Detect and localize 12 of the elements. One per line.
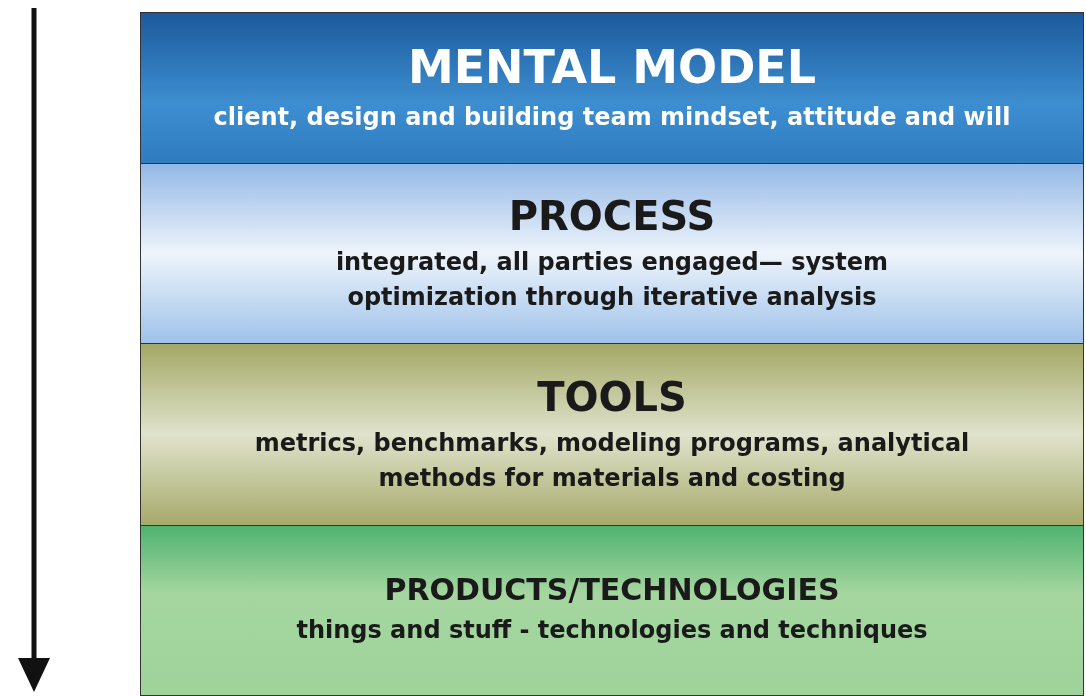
layer-title: PROCESS bbox=[508, 192, 716, 239]
layer-title: PRODUCTS/TECHNOLOGIES bbox=[384, 572, 840, 608]
layer-description: metrics, benchmarks, modeling programs, analytical methods for materials and costing bbox=[253, 427, 971, 494]
layer-band bbox=[140, 525, 1084, 696]
layer-band bbox=[140, 163, 1084, 344]
layer-title: TOOLS bbox=[537, 373, 687, 420]
layer-band bbox=[140, 12, 1084, 164]
layer-description: things and stuff - technologies and techniques bbox=[296, 615, 928, 647]
layer-band bbox=[140, 343, 1084, 526]
layer-title: MENTAL MODEL bbox=[407, 41, 817, 95]
layer-description: client, design and building team mindset, attitude and will bbox=[213, 102, 1011, 134]
layer-description: integrated, all parties engaged— system optimization through iterative analysis bbox=[334, 246, 890, 313]
